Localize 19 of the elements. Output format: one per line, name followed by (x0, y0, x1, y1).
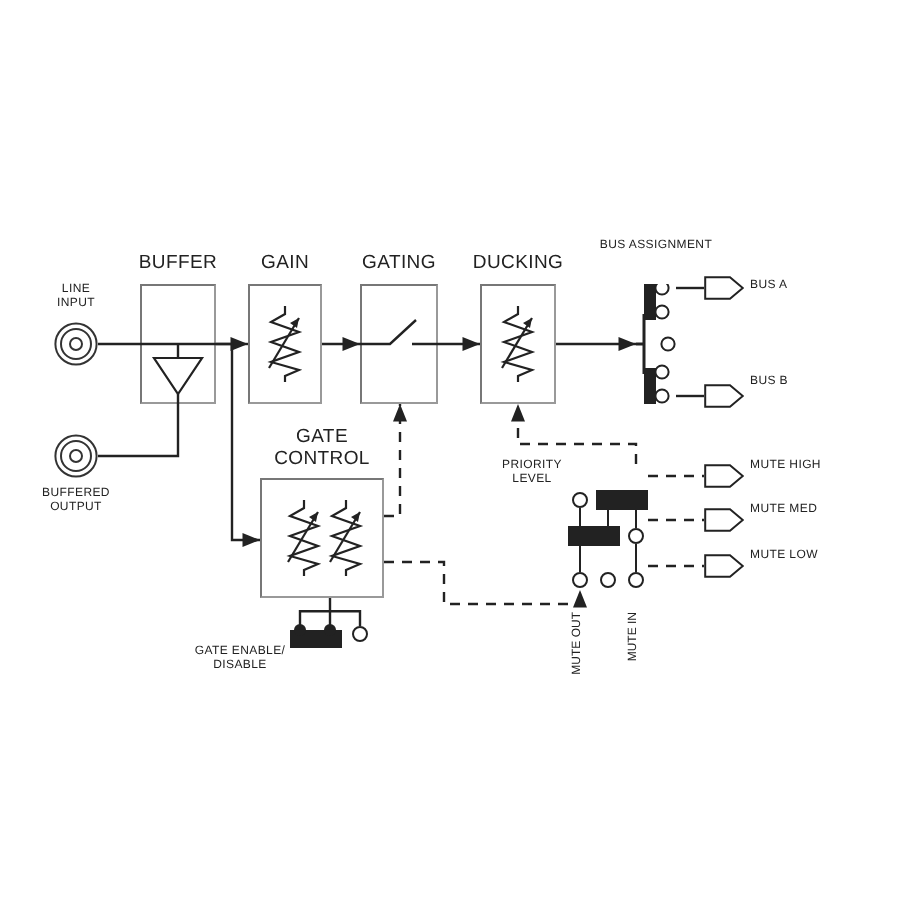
block-title: GATING (360, 252, 438, 278)
signal-line (216, 342, 260, 547)
block-title: DUCKING (470, 252, 566, 278)
control-line (384, 404, 407, 518)
signal-line (98, 404, 180, 458)
signal-line (676, 286, 704, 290)
control-line (384, 560, 587, 608)
block-title: BUFFER (136, 252, 220, 278)
control-line (511, 404, 638, 464)
signal-line (556, 337, 636, 351)
control-line (648, 564, 704, 568)
control-line (648, 474, 704, 478)
signal-line (322, 337, 360, 351)
block-title: GATE CONTROL (272, 424, 372, 473)
signal-line (438, 337, 480, 351)
block-title: GAIN (258, 252, 312, 278)
control-line (648, 518, 704, 522)
signal-line (98, 342, 140, 346)
signal-line (676, 394, 704, 398)
